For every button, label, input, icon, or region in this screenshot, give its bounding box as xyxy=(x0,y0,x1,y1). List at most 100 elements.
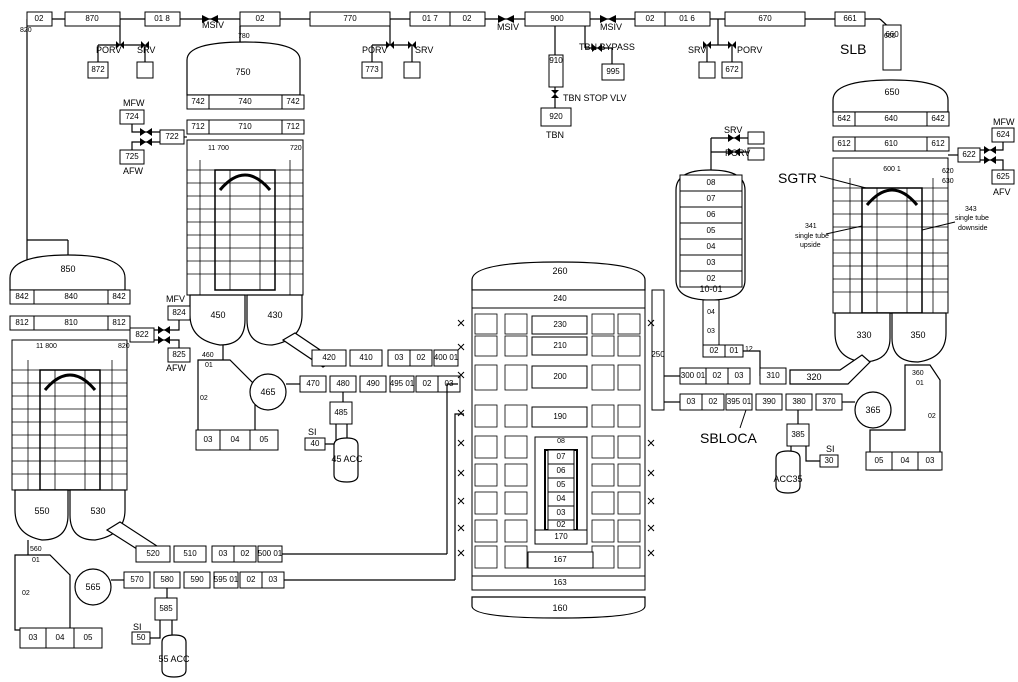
svg-text:AFV: AFV xyxy=(993,187,1011,197)
svg-text:500 01: 500 01 xyxy=(258,549,283,558)
component-01a: 01 8 xyxy=(145,12,180,26)
svg-text:380: 380 xyxy=(792,397,806,406)
svg-text:03: 03 xyxy=(395,353,404,362)
svg-text:downside: downside xyxy=(958,225,988,232)
steam-generator-800: 850 842 840 842 812 810 812 11 800 820 5… xyxy=(10,255,130,540)
svg-text:642: 642 xyxy=(931,114,945,123)
svg-text:824: 824 xyxy=(172,308,186,317)
svg-text:03: 03 xyxy=(557,508,566,517)
svg-text:05: 05 xyxy=(260,435,269,444)
svg-text:920: 920 xyxy=(549,112,563,121)
svg-text:04: 04 xyxy=(56,633,65,642)
svg-text:01: 01 xyxy=(205,362,213,369)
svg-text:02: 02 xyxy=(423,379,432,388)
svg-text:612: 612 xyxy=(931,139,945,148)
svg-text:TBN: TBN xyxy=(546,130,564,140)
svg-text:SLB: SLB xyxy=(840,41,866,57)
svg-text:01 7: 01 7 xyxy=(422,14,438,23)
component-02b: 02 xyxy=(240,12,280,26)
svg-text:50: 50 xyxy=(137,633,146,642)
svg-text:02: 02 xyxy=(200,395,208,402)
svg-text:05: 05 xyxy=(84,633,93,642)
svg-text:SRV: SRV xyxy=(724,125,742,135)
svg-text:770: 770 xyxy=(343,14,357,23)
svg-text:02: 02 xyxy=(256,14,265,23)
svg-text:05: 05 xyxy=(875,456,884,465)
svg-text:430: 430 xyxy=(267,310,282,320)
svg-text:343: 343 xyxy=(965,206,977,213)
svg-text:TBN STOP VLV: TBN STOP VLV xyxy=(563,93,627,103)
svg-text:30: 30 xyxy=(825,456,834,465)
svg-text:850: 850 xyxy=(60,264,75,274)
svg-text:820: 820 xyxy=(118,343,130,350)
svg-text:SRV: SRV xyxy=(688,45,706,55)
svg-text:04: 04 xyxy=(707,309,715,316)
svg-text:01 8: 01 8 xyxy=(154,14,170,23)
svg-text:650: 650 xyxy=(884,87,899,97)
svg-text:810: 810 xyxy=(64,318,78,327)
svg-text:670: 670 xyxy=(758,14,772,23)
loop-500: 560 01 02 03 04 05 565 520 510 03 02 500… xyxy=(15,522,455,677)
svg-text:MFV: MFV xyxy=(166,294,185,304)
svg-text:02: 02 xyxy=(646,14,655,23)
svg-text:995: 995 xyxy=(606,67,620,76)
reactor-vessel: 260 240 230 210 200 190 07 06 05 04 xyxy=(447,262,665,618)
svg-text:773: 773 xyxy=(365,65,379,74)
sg800-feedwater: MFV 824 822 825 AFW xyxy=(130,294,190,373)
svg-text:02: 02 xyxy=(557,520,566,529)
svg-text:320: 320 xyxy=(806,372,821,382)
svg-text:45 ACC: 45 ACC xyxy=(331,454,363,464)
svg-text:660: 660 xyxy=(884,33,896,40)
svg-text:200: 200 xyxy=(553,372,567,381)
svg-text:672: 672 xyxy=(725,65,739,74)
svg-text:12: 12 xyxy=(745,346,753,353)
svg-text:485: 485 xyxy=(334,408,348,417)
svg-text:02: 02 xyxy=(707,274,716,283)
svg-text:single tube: single tube xyxy=(955,215,989,222)
component-773: 773 xyxy=(362,62,382,78)
svg-text:822: 822 xyxy=(135,330,149,339)
svg-text:580: 580 xyxy=(160,575,174,584)
svg-text:160: 160 xyxy=(552,603,567,613)
svg-text:640: 640 xyxy=(884,114,898,123)
svg-text:742: 742 xyxy=(191,97,205,106)
svg-text:230: 230 xyxy=(553,320,567,329)
svg-text:842: 842 xyxy=(15,292,29,301)
svg-text:11 700: 11 700 xyxy=(208,145,229,152)
component-900: 900 xyxy=(525,12,590,26)
svg-text:450: 450 xyxy=(210,310,225,320)
svg-text:SI: SI xyxy=(826,444,835,454)
pressurizer: 08 07 06 05 04 03 02 10-01 04 03 02 01 1… xyxy=(676,125,764,376)
svg-text:210: 210 xyxy=(553,341,567,350)
sg700-feedwater: MFW 724 722 725 AFW xyxy=(120,98,187,176)
svg-text:03: 03 xyxy=(707,328,715,335)
svg-text:02: 02 xyxy=(417,353,426,362)
svg-text:02: 02 xyxy=(928,413,936,420)
svg-text:300 01: 300 01 xyxy=(681,371,706,380)
svg-text:170: 170 xyxy=(554,532,568,541)
svg-text:190: 190 xyxy=(553,412,567,421)
svg-text:single tube: single tube xyxy=(795,233,829,240)
svg-text:480: 480 xyxy=(336,379,350,388)
component-670: 670 xyxy=(725,12,805,26)
svg-text:812: 812 xyxy=(112,318,126,327)
svg-text:03: 03 xyxy=(269,575,278,584)
svg-text:04: 04 xyxy=(707,242,716,251)
component-661: 661 xyxy=(835,12,865,26)
svg-text:03: 03 xyxy=(707,258,716,267)
svg-text:MFW: MFW xyxy=(993,117,1015,127)
svg-text:330: 330 xyxy=(856,330,871,340)
svg-text:360: 360 xyxy=(912,370,924,377)
svg-text:250: 250 xyxy=(651,350,665,359)
svg-text:04: 04 xyxy=(557,494,566,503)
svg-text:622: 622 xyxy=(962,150,976,159)
component-672: 672 xyxy=(722,62,742,78)
component-920: 920 xyxy=(541,108,571,126)
svg-text:02: 02 xyxy=(709,397,718,406)
svg-text:495 01: 495 01 xyxy=(390,379,415,388)
svg-text:03: 03 xyxy=(687,397,696,406)
svg-text:625: 625 xyxy=(996,172,1010,181)
svg-text:722: 722 xyxy=(165,132,179,141)
steam-generator-700: 750 742 740 742 712 710 712 11 700 720 4… xyxy=(187,26,304,345)
